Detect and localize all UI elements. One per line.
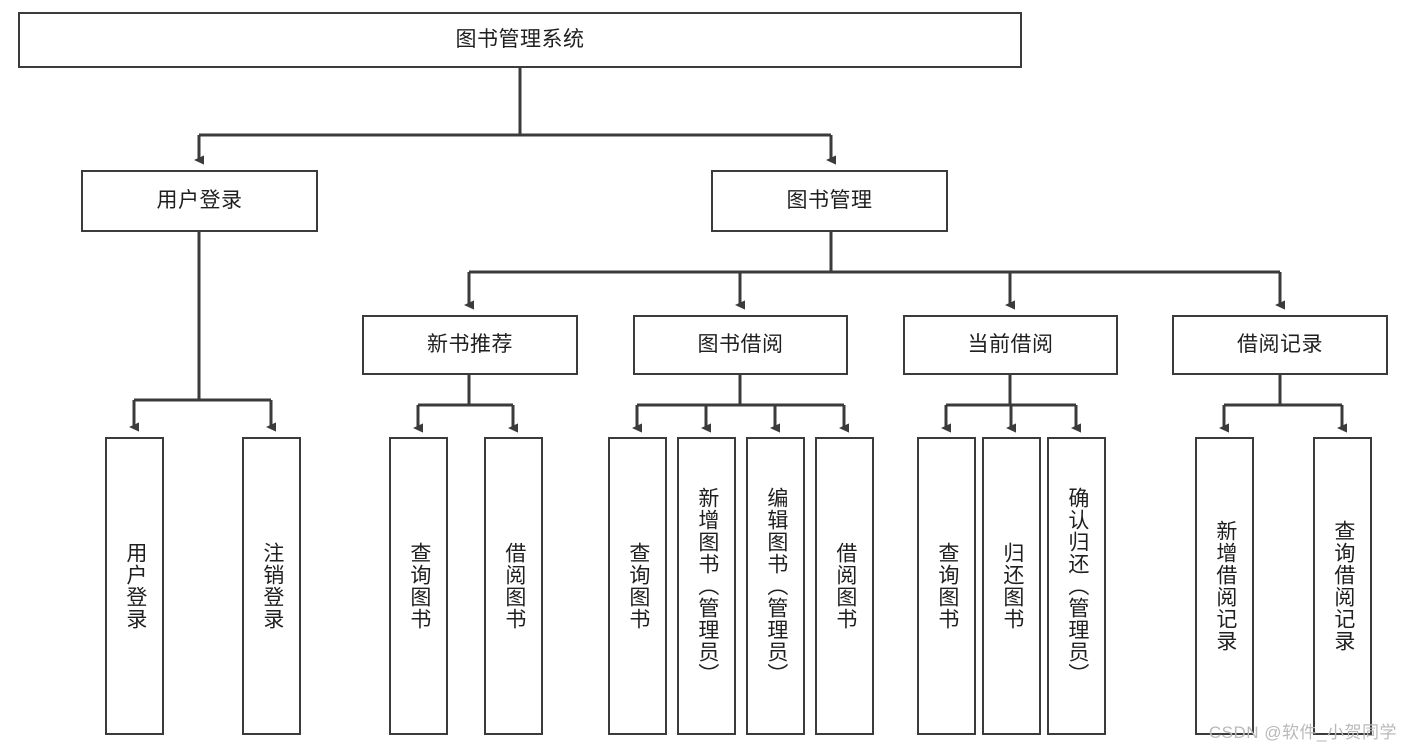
- leaf-book-borrow-borrow-books[interactable]: 借阅图书: [815, 437, 874, 735]
- edges-user-login: [129, 232, 276, 432]
- edges-borrow-record: [1219, 375, 1347, 433]
- node-label: 图书管理系统: [455, 28, 585, 52]
- node-new-book-recommendation[interactable]: 新书推荐: [362, 315, 578, 375]
- node-label: 借阅记录: [1237, 333, 1323, 357]
- node-label: 查询图书: [626, 542, 650, 630]
- node-label: 查询图书: [935, 542, 959, 630]
- leaf-borrow-record-query-record[interactable]: 查询借阅记录: [1313, 437, 1372, 735]
- leaf-new-book-query-books[interactable]: 查询图书: [389, 437, 448, 735]
- node-current-borrowing[interactable]: 当前借阅: [903, 315, 1118, 375]
- node-label: 新增图书（管理员）: [695, 487, 719, 685]
- leaf-book-borrow-add-book-admin[interactable]: 新增图书（管理员）: [677, 437, 736, 735]
- node-label: 新书推荐: [427, 333, 513, 357]
- node-label: 当前借阅: [967, 333, 1054, 357]
- node-label: 编辑图书（管理员）: [764, 487, 788, 685]
- node-label: 图书借阅: [697, 333, 784, 357]
- leaf-current-borrow-return-books[interactable]: 归还图书: [982, 437, 1041, 735]
- leaf-user-login-signin[interactable]: 用户登录: [105, 437, 164, 735]
- node-label: 注销登录: [260, 542, 284, 630]
- edges-current-borrow: [941, 375, 1081, 433]
- node-label: 查询借阅记录: [1331, 520, 1355, 652]
- node-label: 确认归还（管理员）: [1065, 487, 1089, 685]
- edges-book-borrow: [632, 375, 849, 433]
- leaf-current-borrow-confirm-return-admin[interactable]: 确认归还（管理员）: [1047, 437, 1106, 735]
- node-user-login[interactable]: 用户登录: [81, 170, 318, 232]
- watermark-text: CSDN @软件_小贺同学: [1208, 723, 1397, 742]
- node-label: 借阅图书: [502, 542, 526, 630]
- leaf-borrow-record-add-record[interactable]: 新增借阅记录: [1195, 437, 1254, 735]
- leaf-new-book-borrow-books[interactable]: 借阅图书: [484, 437, 543, 735]
- node-root-book-management-system[interactable]: 图书管理系统: [18, 12, 1022, 68]
- node-label: 新增借阅记录: [1213, 520, 1237, 652]
- node-label: 借阅图书: [833, 542, 857, 630]
- edges-root: [194, 68, 836, 165]
- node-borrowing-records[interactable]: 借阅记录: [1172, 315, 1388, 375]
- edges-book-management: [464, 232, 1285, 310]
- leaf-current-borrow-query-books[interactable]: 查询图书: [917, 437, 976, 735]
- leaf-user-login-signout[interactable]: 注销登录: [242, 437, 301, 735]
- node-label: 用户登录: [123, 542, 147, 630]
- node-label: 图书管理: [786, 189, 873, 213]
- node-label: 查询图书: [407, 542, 431, 630]
- node-label: 归还图书: [1000, 542, 1024, 630]
- leaf-book-borrow-query-books[interactable]: 查询图书: [608, 437, 667, 735]
- node-book-management[interactable]: 图书管理: [711, 170, 948, 232]
- node-label: 用户登录: [156, 189, 243, 213]
- leaf-book-borrow-edit-book-admin[interactable]: 编辑图书（管理员）: [746, 437, 805, 735]
- node-book-borrowing[interactable]: 图书借阅: [633, 315, 848, 375]
- edges-new-book: [413, 375, 518, 433]
